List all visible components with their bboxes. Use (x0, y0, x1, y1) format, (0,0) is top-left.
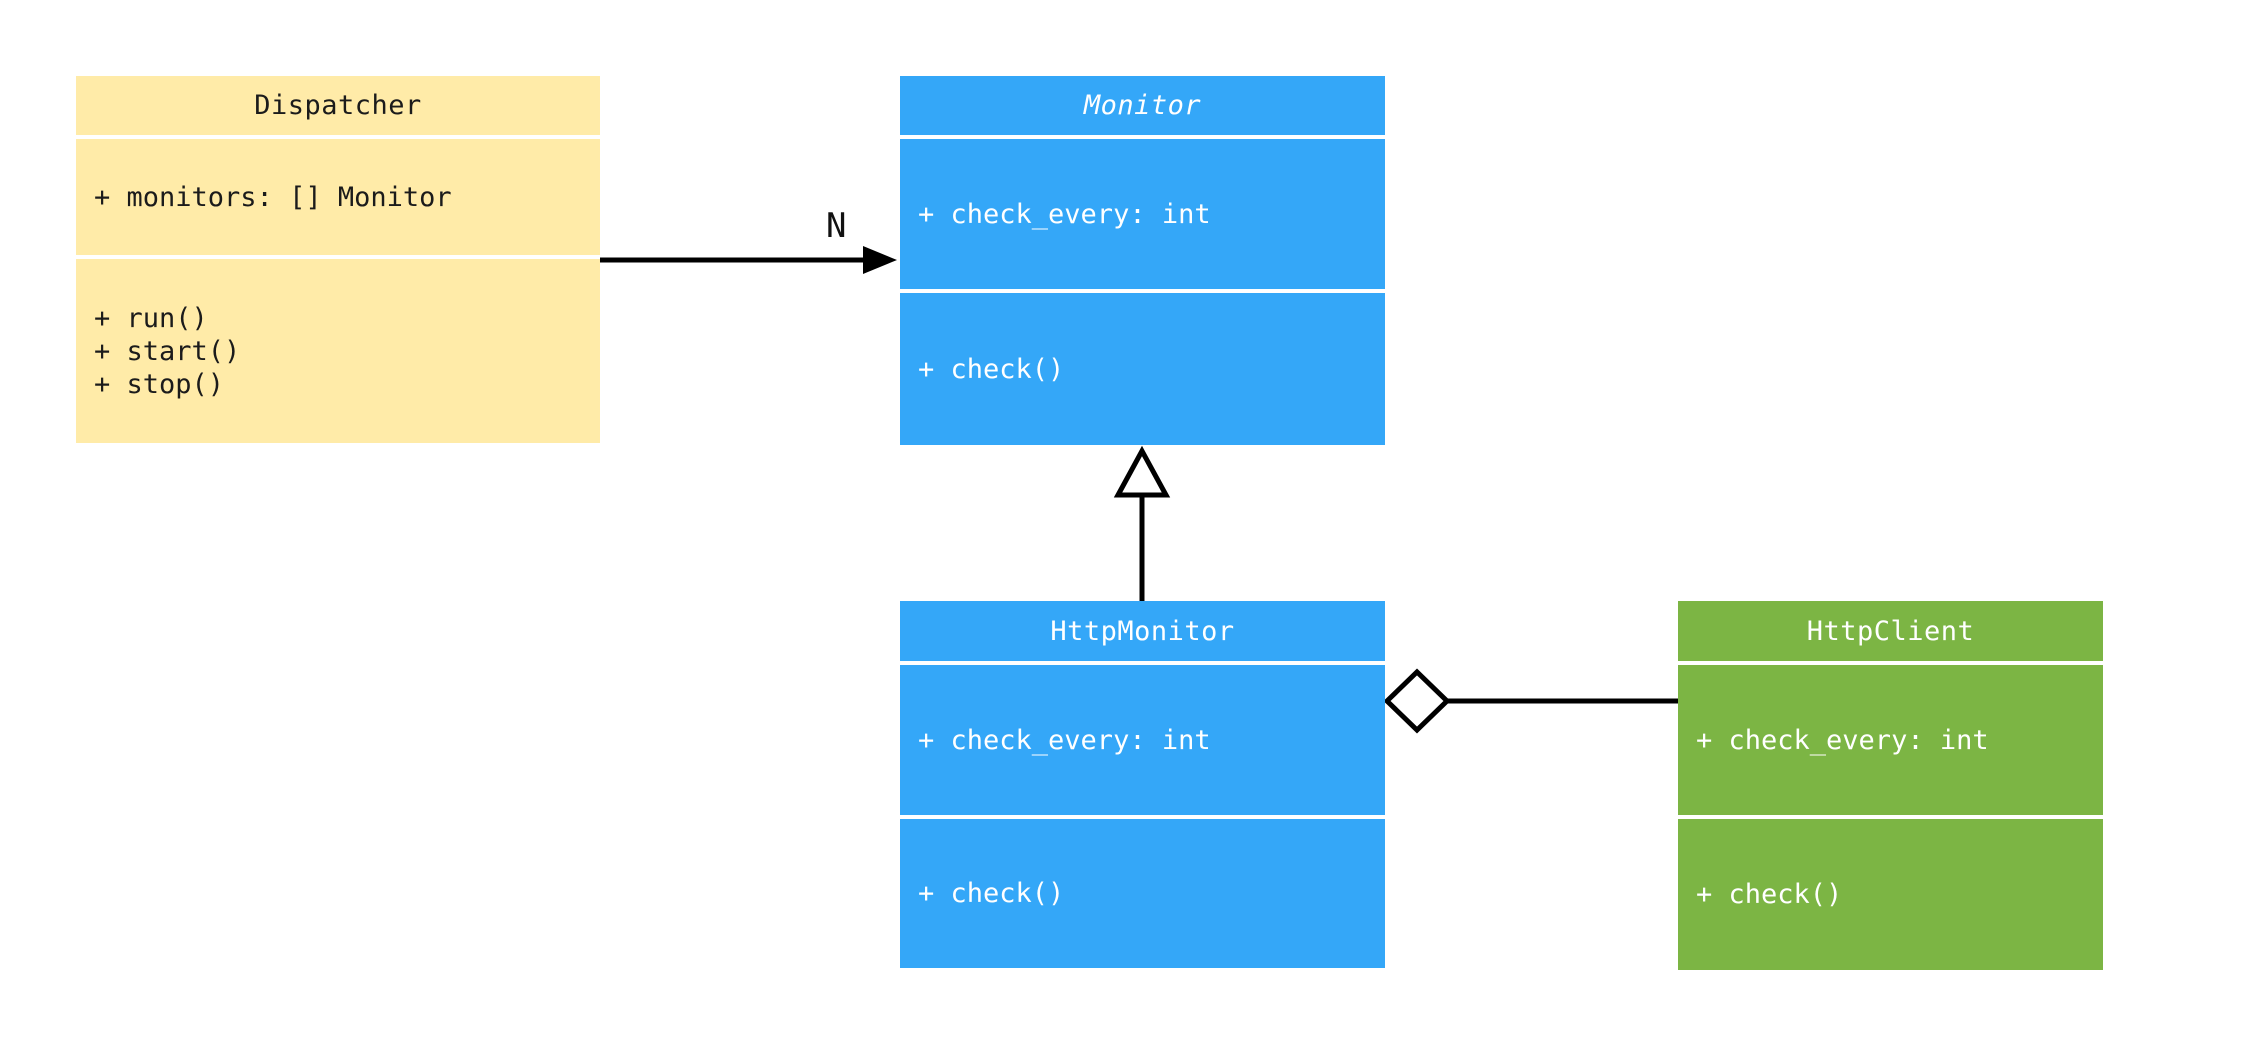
class-title-bar: Dispatcher (76, 76, 600, 135)
methods-section: + check() (900, 293, 1385, 445)
class-name: Dispatcher (254, 90, 422, 121)
class-title-bar: Monitor (900, 76, 1385, 135)
method-line: + check() (918, 878, 1065, 909)
hollow-triangle-icon (1113, 445, 1171, 498)
attributes-section: + monitors: [] Monitor (76, 139, 600, 255)
class-name: HttpMonitor (1050, 615, 1235, 647)
class-node-monitor: Monitor + check_every: int + check() (900, 76, 1385, 445)
attributes-section: + check_every: int (900, 665, 1385, 815)
method-line: + start() (94, 335, 241, 367)
class-title-bar: HttpClient (1678, 601, 2103, 661)
attribute-line: + monitors: [] Monitor (94, 181, 452, 213)
attributes-section: + check_every: int (900, 139, 1385, 289)
association-multiplicity-label: N (826, 206, 847, 246)
class-name: HttpClient (1806, 615, 1975, 647)
methods-section: + check() (900, 819, 1385, 968)
filled-arrowhead-icon (863, 246, 897, 274)
method-line: + run() (94, 302, 208, 334)
class-name: Monitor (1083, 90, 1202, 121)
class-node-httpclient: HttpClient + check_every: int + check() (1678, 601, 2103, 970)
methods-section: + run() + start() + stop() (76, 259, 600, 443)
attribute-line: + check_every: int (918, 724, 1211, 756)
attribute-line: + check_every: int (918, 198, 1211, 230)
aggregation-edge-httpmonitor-httpclient (1383, 668, 1678, 734)
class-title-bar: HttpMonitor (900, 601, 1385, 661)
method-line: + check() (918, 353, 1065, 385)
attributes-section: + check_every: int (1678, 665, 2103, 815)
generalization-edge-httpmonitor-monitor (1113, 445, 1171, 601)
methods-section: + check() (1678, 819, 2103, 970)
hollow-diamond-icon (1383, 668, 1451, 734)
class-node-dispatcher: Dispatcher + monitors: [] Monitor + run(… (76, 76, 600, 443)
method-line: + check() (1696, 879, 1843, 910)
class-node-httpmonitor: HttpMonitor + check_every: int + check() (900, 601, 1385, 968)
method-line: + stop() (94, 368, 225, 400)
association-edge-dispatcher-monitor (600, 246, 897, 274)
attribute-line: + check_every: int (1696, 724, 1989, 756)
